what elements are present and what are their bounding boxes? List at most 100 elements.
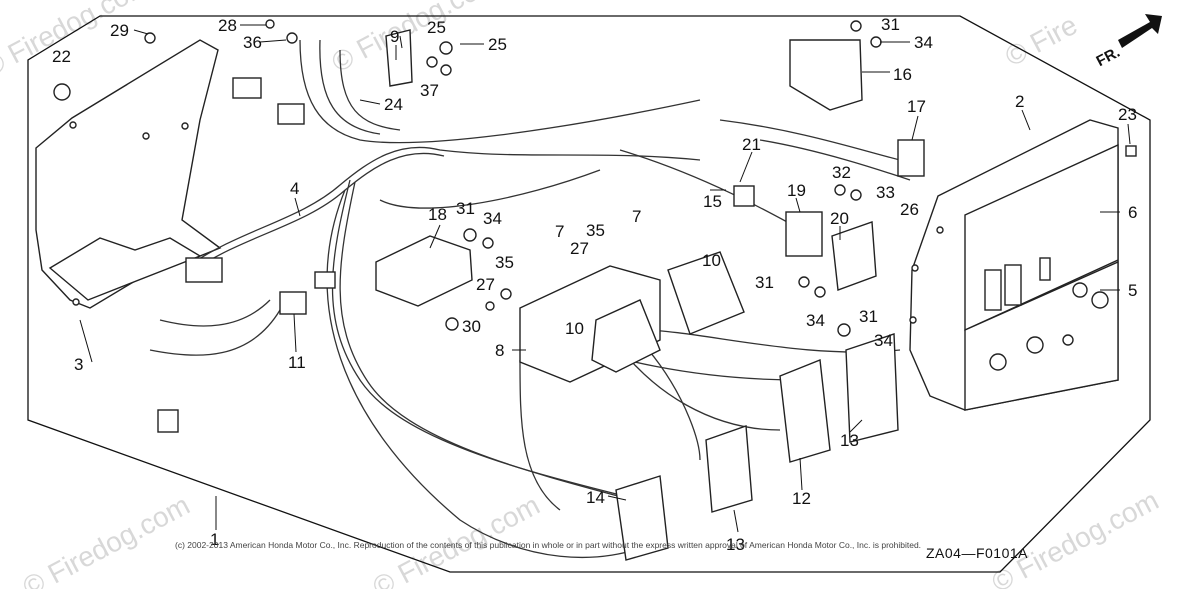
callout-6: 6 xyxy=(1128,203,1137,222)
callout-17: 17 xyxy=(907,97,926,116)
washer-34b xyxy=(814,286,826,298)
callout-8: 8 xyxy=(495,341,504,360)
callout-12: 12 xyxy=(792,489,811,508)
callout-37: 37 xyxy=(420,81,439,100)
lamp-21 xyxy=(733,185,755,207)
nut-31d xyxy=(850,20,862,32)
screw-27 xyxy=(485,301,495,311)
washer-33 xyxy=(850,189,862,201)
copyright-notice: (c) 2002-2013 American Honda Motor Co., … xyxy=(175,540,921,550)
callout-7: 7 xyxy=(555,222,564,241)
callout-29: 29 xyxy=(110,21,129,40)
receptacle-13a xyxy=(845,333,899,443)
callout-33: 33 xyxy=(876,183,895,202)
direction-label: FR. xyxy=(1094,44,1123,70)
watermark: © Firedog.com xyxy=(0,0,155,83)
receptacle-13b xyxy=(705,425,753,513)
receptacle-12 xyxy=(779,359,831,463)
screw-28 xyxy=(265,19,275,29)
callout-10b: 10 xyxy=(702,251,721,270)
components xyxy=(53,19,1137,561)
callout-23: 23 xyxy=(1118,105,1137,124)
callout-28: 28 xyxy=(218,16,237,35)
module-10b xyxy=(667,251,745,335)
callout-10: 10 xyxy=(565,319,584,338)
screw-29 xyxy=(144,32,156,44)
watermark: © Firedog.com xyxy=(986,484,1163,589)
figure-code: ZA04—F0101A xyxy=(926,545,1028,561)
callout-34d: 34 xyxy=(914,33,933,52)
washer-25 xyxy=(440,64,452,76)
callout-30: 30 xyxy=(462,317,481,336)
control-panel xyxy=(909,119,1119,411)
connector xyxy=(185,257,223,283)
diagram-border xyxy=(27,15,1151,573)
watermark: © Firedog.com xyxy=(18,489,195,589)
callout-22: 22 xyxy=(52,47,71,66)
callout-31: 31 xyxy=(456,199,475,218)
callout-1: 1 xyxy=(210,530,219,549)
callout-5: 5 xyxy=(1128,281,1137,300)
wire-harness xyxy=(149,39,911,559)
component-18 xyxy=(375,235,473,307)
callout-31d: 31 xyxy=(881,15,900,34)
callout-27: 27 xyxy=(476,275,495,294)
callout-13b: 13 xyxy=(726,535,745,554)
connector xyxy=(279,291,307,315)
connector xyxy=(277,103,305,125)
panel-bracket xyxy=(35,39,222,309)
front-direction-indicator: FR. xyxy=(1094,14,1162,70)
callout-3: 3 xyxy=(74,355,83,374)
callout-35: 35 xyxy=(495,253,514,272)
nut-25 xyxy=(439,41,453,55)
callout-25: 25 xyxy=(427,18,446,37)
callout-25b: 25 xyxy=(488,35,507,54)
connector xyxy=(232,77,262,99)
callout-7b: 7 xyxy=(632,207,641,226)
leader-lines xyxy=(79,24,1131,533)
washer-34 xyxy=(482,237,494,249)
callout-19: 19 xyxy=(787,181,806,200)
component-16 xyxy=(789,39,863,111)
nut-31c xyxy=(837,323,851,337)
nut-31b xyxy=(798,276,810,288)
module-10a xyxy=(591,299,661,373)
callout-32: 32 xyxy=(832,163,851,182)
callout-13: 13 xyxy=(840,431,859,450)
washer-36 xyxy=(286,32,298,44)
callouts: 1 2 3 4 5 6 7 7 8 9 10 10 11 12 13 13 14… xyxy=(52,15,1137,554)
washer-32 xyxy=(834,184,846,196)
callout-14: 14 xyxy=(586,488,605,507)
watermark: © Fire xyxy=(1000,9,1082,72)
callout-31c: 31 xyxy=(859,307,878,326)
callout-11: 11 xyxy=(288,353,306,372)
grommet-22 xyxy=(53,83,71,101)
connector xyxy=(314,271,336,289)
switch-19 xyxy=(785,211,823,257)
callout-16: 16 xyxy=(893,65,912,84)
callout-34c: 34 xyxy=(874,331,893,350)
bracket-20 xyxy=(831,221,877,291)
callout-9: 9 xyxy=(390,27,399,46)
arrow-icon xyxy=(1118,14,1162,48)
bracket-9 xyxy=(385,29,413,87)
callout-31b: 31 xyxy=(755,273,774,292)
nut-31 xyxy=(463,228,477,242)
callout-21: 21 xyxy=(742,135,761,154)
washer-37 xyxy=(426,56,438,68)
callout-26: 26 xyxy=(900,200,919,219)
callout-27b: 27 xyxy=(570,239,589,258)
callout-34b: 34 xyxy=(806,311,825,330)
callout-35b: 35 xyxy=(586,221,605,240)
washer-34d xyxy=(870,36,882,48)
callout-34: 34 xyxy=(483,209,502,228)
screw-30 xyxy=(445,317,459,331)
callout-20: 20 xyxy=(830,209,849,228)
callout-2: 2 xyxy=(1015,92,1024,111)
label-23 xyxy=(1125,145,1137,157)
callout-24: 24 xyxy=(384,95,403,114)
callout-36: 36 xyxy=(243,33,262,52)
washer-35 xyxy=(500,288,512,300)
callout-15: 15 xyxy=(703,192,722,211)
